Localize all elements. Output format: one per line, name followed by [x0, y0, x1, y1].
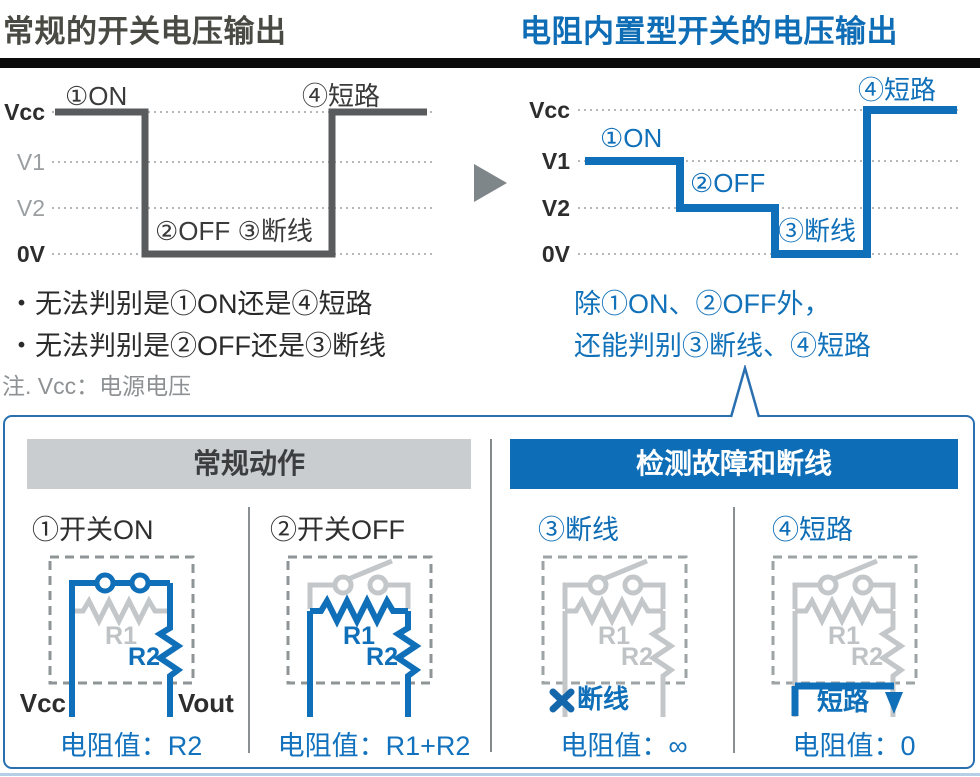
waveform-chart-left: Vcc V1 V2 0V ①ON ②OFF ③断线 ④短路	[4, 81, 432, 267]
title-left: 常规的开关电压输出	[3, 14, 287, 49]
callout-pointer-icon	[729, 365, 761, 418]
waveform-line-blue	[585, 106, 957, 258]
switch-open-gray	[307, 558, 411, 609]
waveform-chart-right: Vcc V1 V2 0V ①ON ②OFF ③断线 ④短路	[529, 75, 962, 267]
break-x-icon	[549, 688, 575, 713]
benefit-note-line: 还能判别③断线、④短路	[574, 331, 871, 361]
switch-contact-icon	[94, 572, 116, 594]
axis-label-0v: 0V	[17, 241, 46, 267]
label-r1: R1	[105, 622, 137, 650]
annotation-off-break: ②OFF ③断线	[155, 216, 313, 246]
benefit-note-line: 除①ON、②OFF外，	[574, 289, 831, 319]
annotation-on: ①ON	[600, 123, 662, 153]
fault-label-break: 断线	[577, 684, 629, 714]
annotation-short: ④短路	[302, 81, 380, 111]
switch-contact-icon	[129, 572, 151, 594]
axis-label-v2: V2	[17, 195, 45, 221]
switch-lever	[600, 558, 648, 583]
bullet-item: ・无法判别是①ON还是④短路	[8, 289, 373, 319]
label-r1: R1	[598, 622, 630, 650]
title-divider	[0, 58, 980, 68]
circuit-title-3: ③断线	[538, 515, 619, 545]
annotation-short: ④短路	[858, 75, 936, 105]
resistor-r1-gray	[72, 595, 170, 627]
result-label-2: 电阻值：R1+R2	[277, 731, 471, 761]
divider-col-1-2	[248, 507, 250, 753]
title-right: 电阻内置型开关的电压输出	[520, 14, 898, 49]
switch-lever	[345, 558, 393, 583]
circuit-diagram-2: R1 R2	[286, 555, 433, 717]
label-r2: R2	[851, 643, 883, 671]
circuit-title-2: ②开关OFF	[270, 515, 405, 545]
pin-label-vcc: Vcc	[20, 688, 66, 718]
axis-label-vcc: Vcc	[529, 97, 570, 123]
pin-label-vout: Vout	[178, 688, 234, 718]
circuit-title-1: ①开关ON	[32, 515, 154, 545]
divider-col-3-4	[733, 507, 735, 753]
wire-right-resistor-r2	[154, 583, 184, 717]
annotation-break: ③断线	[778, 216, 856, 246]
bullet-item: ・无法判别是②OFF还是③断线	[8, 331, 386, 361]
label-r1: R1	[343, 622, 375, 650]
footnote: 注. Vcc：电源电压	[2, 373, 192, 399]
resistor-r1-blue	[310, 594, 408, 628]
panel-header-fault-detect: 检测故障和断线	[510, 439, 958, 489]
wire-right-resistor-r2	[392, 611, 422, 717]
benefit-note: 除①ON、②OFF外， 还能判别③断线、④短路	[574, 283, 871, 367]
circuit-diagram-1: R1 R2 Vcc Vout	[20, 555, 234, 718]
label-r2: R2	[621, 643, 653, 671]
circuit-diagram-3: R1 R2 断线	[541, 555, 688, 717]
annotation-on: ①ON	[65, 81, 127, 111]
fault-label-short: 短路	[817, 686, 870, 716]
bottom-accent-line	[0, 773, 980, 776]
axis-label-vcc: Vcc	[4, 99, 45, 125]
label-r2: R2	[128, 643, 160, 671]
result-label-3: 电阻值：∞	[560, 731, 688, 761]
annotation-off: ②OFF	[690, 168, 765, 198]
label-r2: R2	[366, 643, 398, 671]
short-arrow-icon	[791, 682, 903, 716]
axis-label-v1: V1	[542, 148, 570, 174]
circuit-title-4: ④短路	[772, 515, 853, 545]
divider-center	[490, 439, 492, 752]
axis-label-v1: V1	[17, 149, 45, 175]
circuit-inactive-gray	[562, 558, 676, 717]
axis-label-v2: V2	[542, 195, 570, 221]
result-label-4: 电阻值：0	[792, 731, 916, 761]
switch-lever	[830, 558, 878, 583]
panel-header-normal-operation: 常规动作	[27, 439, 471, 489]
comparison-panel: 常规动作 检测故障和断线 ①开关ON R1 R2 Vcc Vout 电阻值：R2…	[3, 415, 975, 769]
circuit-diagram-4: R1 R2 短路	[771, 555, 918, 717]
label-r1: R1	[828, 622, 860, 650]
result-label-1: 电阻值：R2	[59, 731, 203, 761]
bullet-list: ・无法判别是①ON还是④短路 ・无法判别是②OFF还是③断线	[8, 283, 386, 367]
axis-label-0v: 0V	[542, 241, 571, 267]
waveform-line-gray	[55, 108, 427, 258]
arrow-right-icon	[474, 164, 507, 202]
